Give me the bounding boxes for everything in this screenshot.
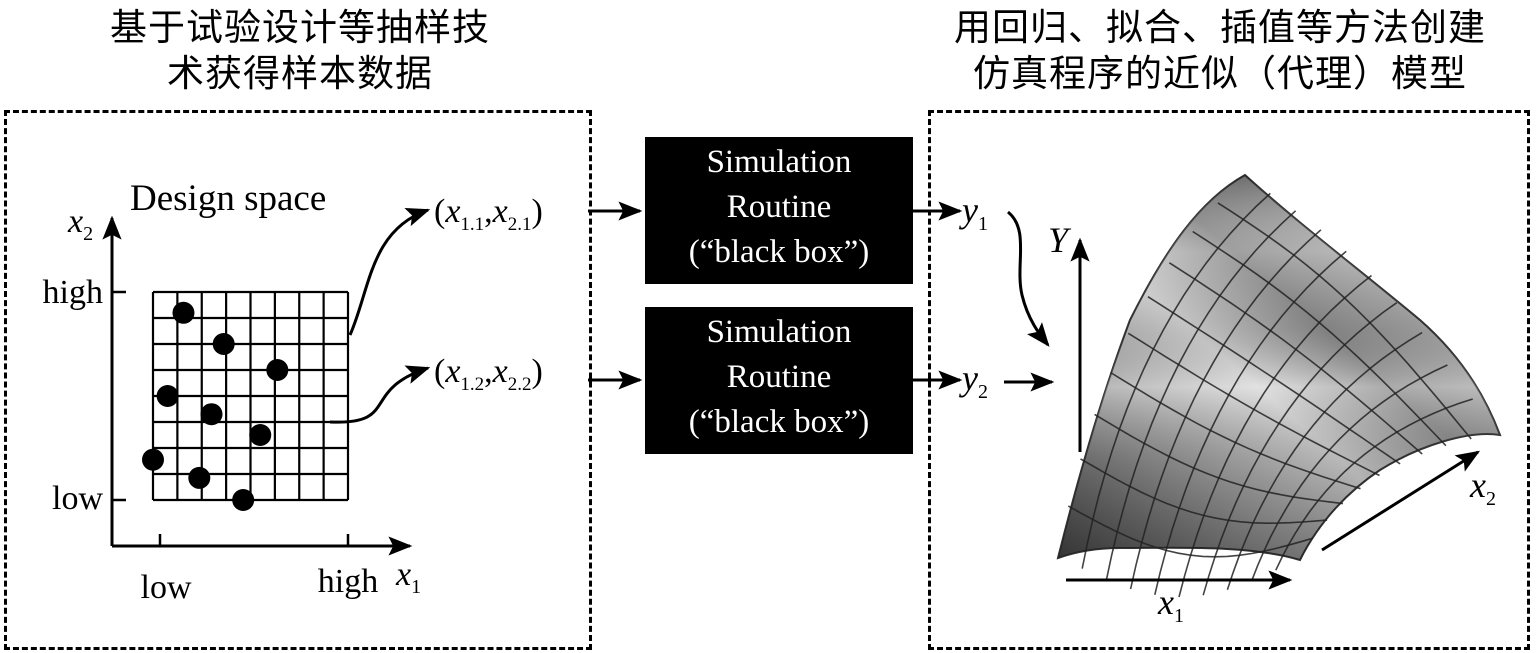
simulation-box-1-line-2: Routine xyxy=(726,189,832,225)
sample-points xyxy=(142,301,289,511)
surface-mesh-line xyxy=(1226,331,1423,591)
output-to-surface-arrow-1 xyxy=(1006,210,1050,347)
design-space-title: Design space xyxy=(130,178,326,219)
sample-point xyxy=(212,333,235,355)
surface-mesh-line xyxy=(1192,230,1447,447)
sample-point xyxy=(188,466,211,489)
x1-low-label: low xyxy=(141,569,192,606)
left-caption-line-2: 术获得样本数据 xyxy=(167,52,433,95)
x2-high-label: high xyxy=(43,274,103,311)
simulation-box-1: Simulation Routine (“black box”) xyxy=(645,137,913,284)
simulation-box-1-line-3: (“black box”) xyxy=(688,234,870,270)
curve-arrow-2 xyxy=(329,365,431,424)
x1-high-label: high xyxy=(318,563,378,600)
design-grid xyxy=(151,290,350,502)
sample-point xyxy=(142,448,164,471)
surface-x1-label: x1 xyxy=(1157,582,1184,627)
surface-mesh-line xyxy=(1217,202,1472,440)
surface-shading xyxy=(1058,175,1500,560)
sample-point xyxy=(172,301,195,324)
input-tuple-2: (x1.2,x2.2) xyxy=(434,353,543,395)
x1-axis-var: x1 xyxy=(395,556,421,598)
sample-point xyxy=(266,359,289,381)
sample-point xyxy=(156,385,179,407)
simulation-box-2-line-2: Routine xyxy=(726,359,832,395)
surface-mesh-line xyxy=(1202,302,1398,596)
output-y2: y2 xyxy=(959,358,988,403)
surface-mesh-line xyxy=(1250,364,1448,582)
input-tuple-1: (x1.1,x2.1) xyxy=(434,193,543,235)
curve-arrow-1 xyxy=(348,207,431,336)
right-caption-line-2: 仿真程序的近似（代理）模型 xyxy=(973,52,1467,95)
simulation-box-2: Simulation Routine (“black box”) xyxy=(645,307,913,454)
surface-mesh-line xyxy=(1168,262,1423,455)
right-caption: 用回归、拟合、插值等方法创建 仿真程序的近似（代理）模型 xyxy=(905,5,1535,97)
simulation-box-2-line-3: (“black box”) xyxy=(688,404,870,440)
surface-mesh-line xyxy=(1127,332,1380,477)
simulation-box-1-line-1: Simulation xyxy=(706,144,852,180)
x2-axis-var: x2 xyxy=(67,203,93,245)
sample-point xyxy=(232,489,255,511)
right-caption-line-1: 用回归、拟合、插值等方法创建 xyxy=(954,6,1486,49)
output-y1: y1 xyxy=(959,190,988,235)
surface-y-label: Y xyxy=(1048,220,1072,260)
surface-mesh-line xyxy=(1147,296,1401,465)
x2-low-label: low xyxy=(52,480,103,517)
surface-x2-label: x2 xyxy=(1469,465,1496,510)
left-caption-line-1: 基于试验设计等抽样技 xyxy=(110,6,490,49)
surface-mesh-line xyxy=(1275,398,1473,571)
surface-x2-axis xyxy=(1321,450,1481,552)
surface-mesh xyxy=(1067,192,1473,598)
simulation-box-2-line-1: Simulation xyxy=(706,314,852,350)
sample-point xyxy=(200,403,223,426)
left-caption: 基于试验设计等抽样技 术获得样本数据 xyxy=(40,5,560,97)
design-space-axes xyxy=(102,215,413,556)
response-surface xyxy=(1056,173,1502,598)
sample-point xyxy=(249,424,272,446)
